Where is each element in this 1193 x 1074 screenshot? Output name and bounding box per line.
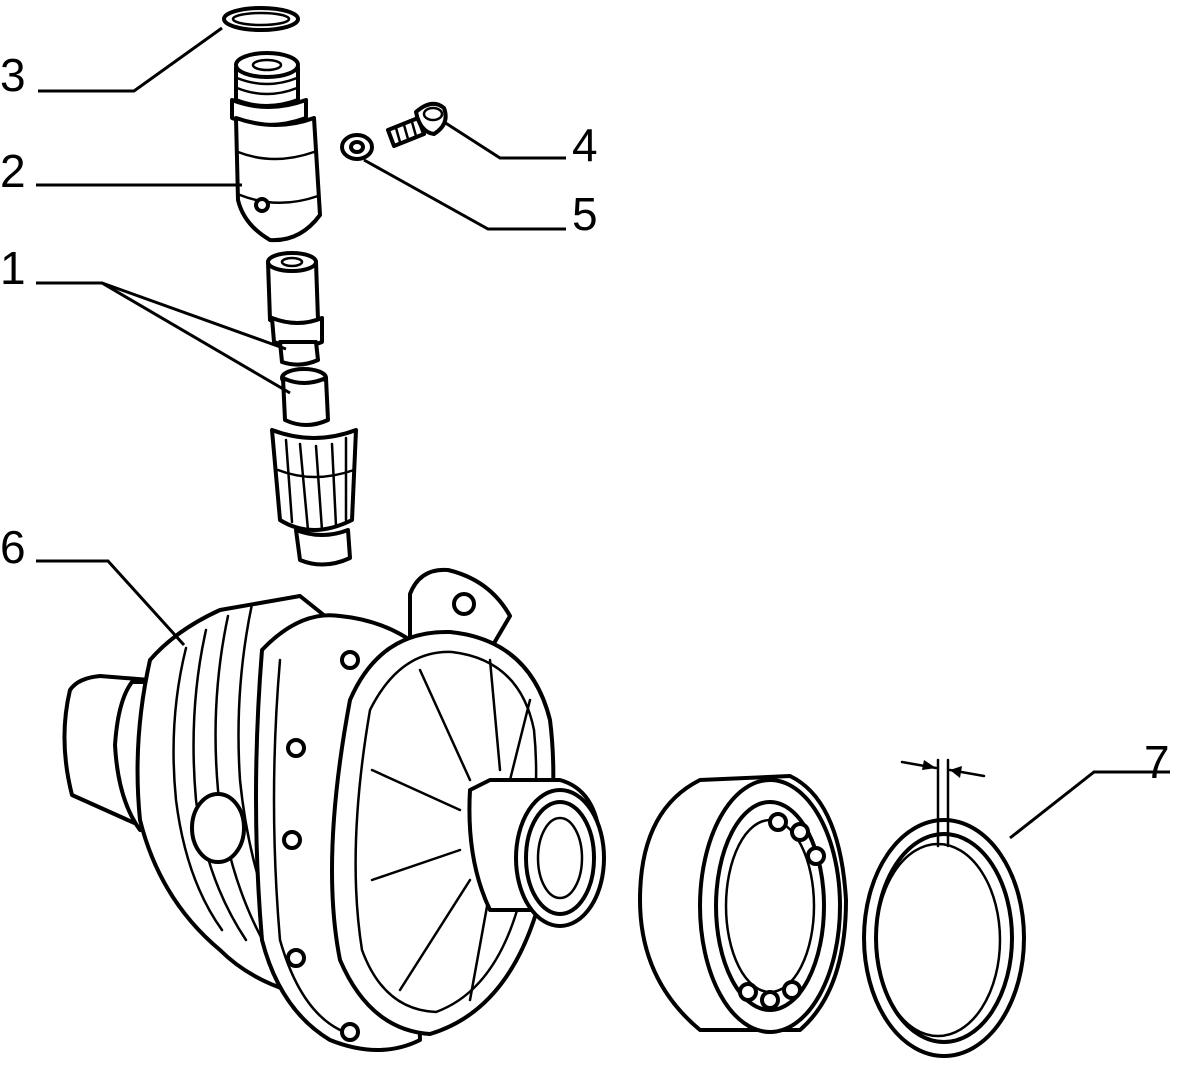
callout-6: 6 bbox=[0, 521, 26, 573]
leader-lines bbox=[36, 26, 1170, 840]
callout-2: 2 bbox=[0, 145, 26, 197]
part-1-pinion-shaft bbox=[266, 251, 358, 567]
callout-5: 5 bbox=[572, 188, 598, 240]
callout-3: 3 bbox=[0, 49, 26, 101]
part-5-washer bbox=[340, 133, 374, 161]
bearing bbox=[638, 774, 848, 1034]
part-7-shim-ring bbox=[862, 758, 1026, 1058]
part-6-differential-housing bbox=[62, 567, 606, 1052]
callout-1: 1 bbox=[0, 242, 26, 294]
part-2-sleeve bbox=[230, 51, 322, 243]
part-3-o-ring bbox=[222, 6, 300, 32]
part-4-bolt bbox=[386, 101, 448, 148]
callout-7: 7 bbox=[1144, 736, 1170, 788]
callout-4: 4 bbox=[572, 119, 598, 171]
callout-labels: 3 2 1 4 5 6 7 bbox=[0, 49, 1170, 788]
